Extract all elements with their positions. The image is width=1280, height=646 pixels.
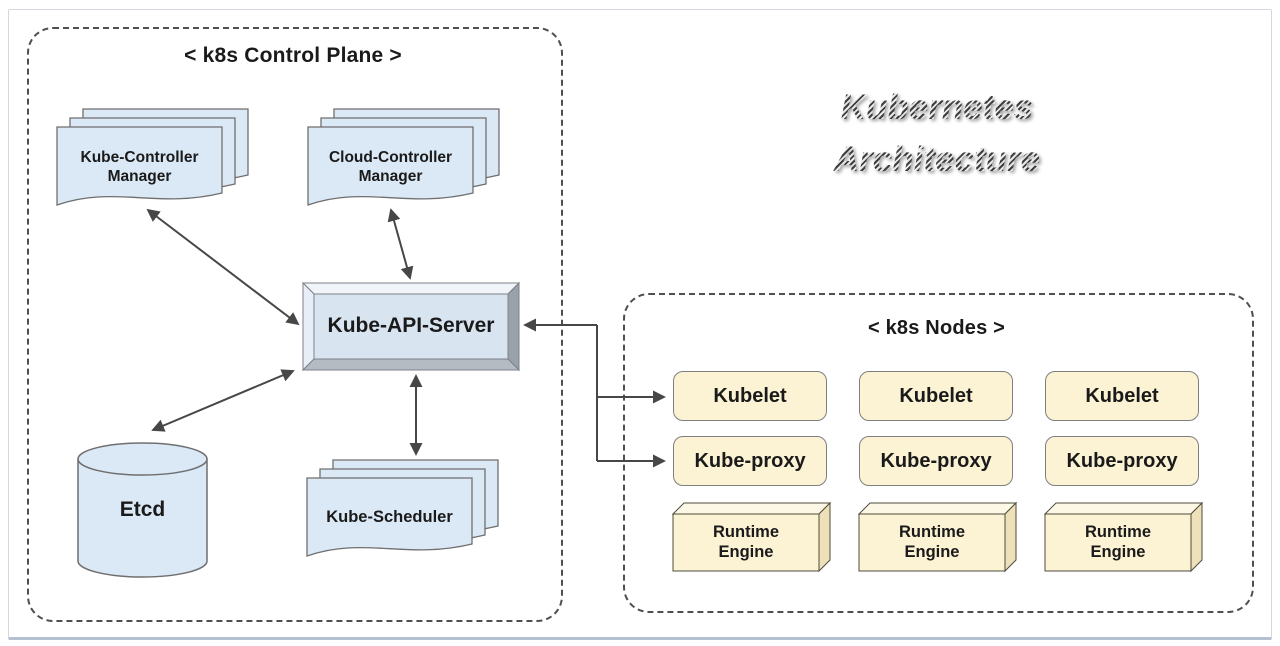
control-plane-title: < k8s Control Plane > xyxy=(184,44,402,67)
kube-scheduler-label: Kube-Scheduler xyxy=(326,507,453,526)
diagram-title-line2: Architecture xyxy=(833,140,1041,179)
kubelet-chip-2: Kubelet xyxy=(859,371,1013,421)
kube-proxy-chip-3: Kube-proxy xyxy=(1045,436,1199,486)
runtime-engine-text: Runtime Engine xyxy=(899,522,965,561)
kube-proxy-chip-1: Kube-proxy xyxy=(673,436,827,486)
kubelet-chip-3: Kubelet xyxy=(1045,371,1199,421)
cloud-controller-manager-label: Cloud-Controller Manager xyxy=(328,148,453,185)
kube-controller-manager-label: Kube-Controller Manager xyxy=(80,148,199,185)
etcd-label: Etcd xyxy=(119,497,166,521)
runtime-engine-label-1: Runtime Engine xyxy=(673,514,819,571)
kube-api-server-label: Kube-API-Server xyxy=(327,314,495,338)
runtime-engine-label-2: Runtime Engine xyxy=(859,514,1005,571)
kubelet-chip-1: Kubelet xyxy=(673,371,827,421)
diagram-title-line1: Kubernetes xyxy=(840,88,1034,127)
runtime-engine-text: Runtime Engine xyxy=(713,522,779,561)
nodes-group-box xyxy=(623,293,1254,613)
nodes-title: < k8s Nodes > xyxy=(867,317,1006,339)
kube-proxy-chip-2: Kube-proxy xyxy=(859,436,1013,486)
diagram-title: Kubernetes Architecture xyxy=(762,82,1112,186)
runtime-engine-label-3: Runtime Engine xyxy=(1045,514,1191,571)
runtime-engine-text: Runtime Engine xyxy=(1085,522,1151,561)
